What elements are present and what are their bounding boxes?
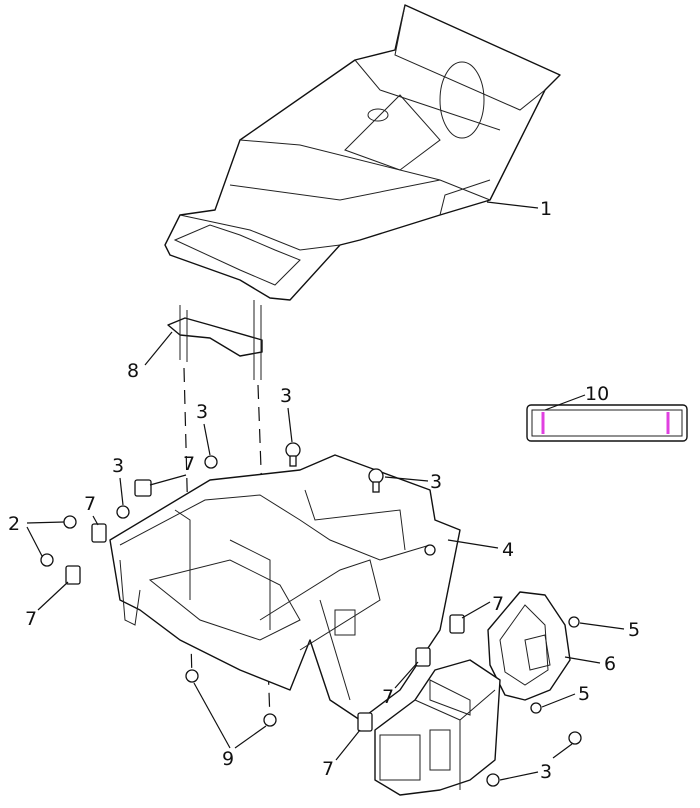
part-10-strap xyxy=(526,404,688,442)
actuator-module xyxy=(374,659,501,796)
callout-3d: 3 xyxy=(112,455,124,477)
callout-7c: 7 xyxy=(25,608,37,630)
callout-3c: 3 xyxy=(430,471,442,493)
callout-5a: 5 xyxy=(628,619,640,641)
callout-7e: 7 xyxy=(382,686,394,708)
callout-3b: 3 xyxy=(280,385,292,407)
callout-3e: 3 xyxy=(540,761,552,783)
part-1-tray-cover xyxy=(164,4,561,301)
callout-4: 4 xyxy=(502,539,514,561)
callout-7d: 7 xyxy=(492,593,504,615)
callout-7a: 7 xyxy=(183,453,195,475)
callout-7b: 7 xyxy=(84,493,96,515)
callout-9: 9 xyxy=(222,748,234,770)
fasteners xyxy=(40,442,582,787)
callout-6: 6 xyxy=(604,653,616,675)
callout-5b: 5 xyxy=(578,683,590,705)
part-8-bracket xyxy=(167,300,263,380)
callout-8: 8 xyxy=(127,360,139,382)
callout-3a: 3 xyxy=(196,401,208,423)
callout-10: 10 xyxy=(585,383,609,405)
callout-2: 2 xyxy=(8,513,20,535)
callout-1: 1 xyxy=(540,198,552,220)
part-4-frame xyxy=(109,454,461,721)
callout-7f: 7 xyxy=(322,758,334,780)
